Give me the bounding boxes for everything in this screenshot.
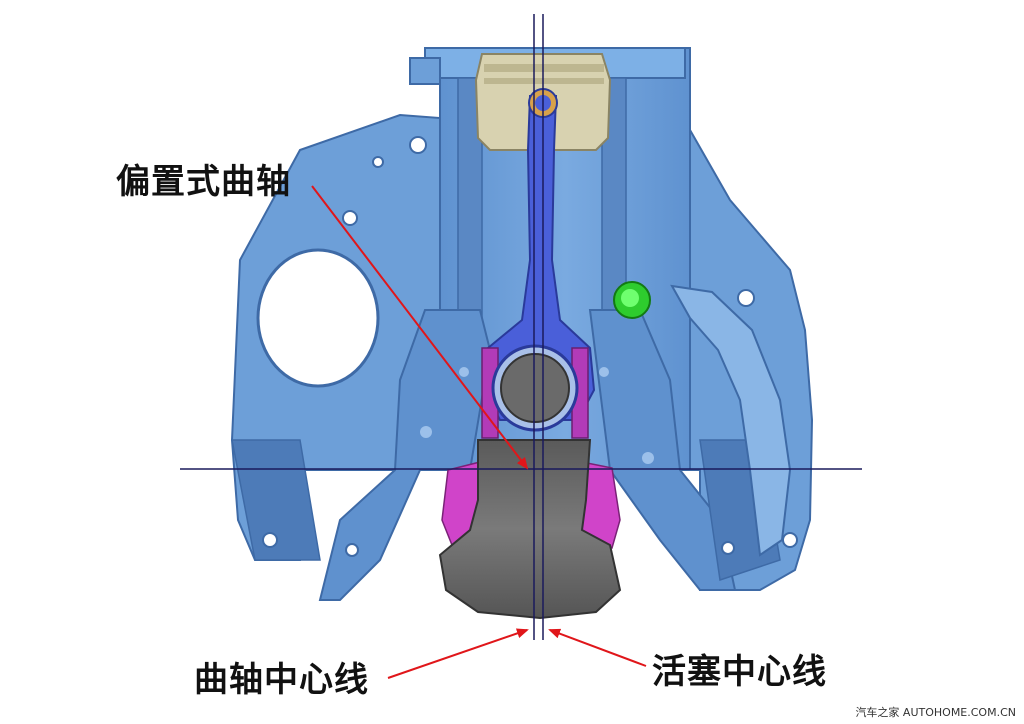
arrow-crankshaft-centerline bbox=[387, 628, 529, 679]
bolt-hole bbox=[342, 210, 358, 226]
block-rib-right bbox=[670, 284, 792, 557]
label-offset-crankshaft: 偏置式曲轴 bbox=[116, 162, 291, 202]
bolt-hole bbox=[409, 136, 427, 154]
bolt-hole bbox=[721, 541, 735, 555]
bolt-hole bbox=[372, 156, 384, 168]
block-knob bbox=[642, 452, 654, 464]
bolt-hole bbox=[345, 543, 359, 557]
crankshaft bbox=[438, 439, 622, 620]
skirt-right bbox=[588, 309, 737, 591]
top-fitting bbox=[409, 57, 441, 85]
skirt-left bbox=[318, 309, 492, 601]
label-crankshaft-centerline: 曲轴中心线 bbox=[194, 660, 369, 700]
block-window-left bbox=[256, 248, 380, 388]
bolt-hole bbox=[782, 532, 798, 548]
label-piston-centerline: 活塞中心线 bbox=[652, 652, 827, 692]
block-knob bbox=[459, 367, 469, 377]
block-knob bbox=[599, 367, 609, 377]
sensor-port bbox=[613, 281, 651, 319]
arrow-offset bbox=[311, 185, 529, 470]
bolt-hole bbox=[737, 289, 755, 307]
crank-pin bbox=[500, 353, 570, 423]
bolt-hole bbox=[262, 532, 278, 548]
counterweight bbox=[438, 439, 622, 620]
connecting-rod bbox=[481, 88, 596, 439]
bottom-panel-left bbox=[231, 439, 321, 561]
bore-wall-right bbox=[601, 77, 627, 319]
block-knob bbox=[420, 426, 432, 438]
watermark: 汽车之家 AUTOHOME.COM.CN bbox=[855, 706, 1016, 719]
arrow-piston-centerline bbox=[548, 628, 647, 667]
